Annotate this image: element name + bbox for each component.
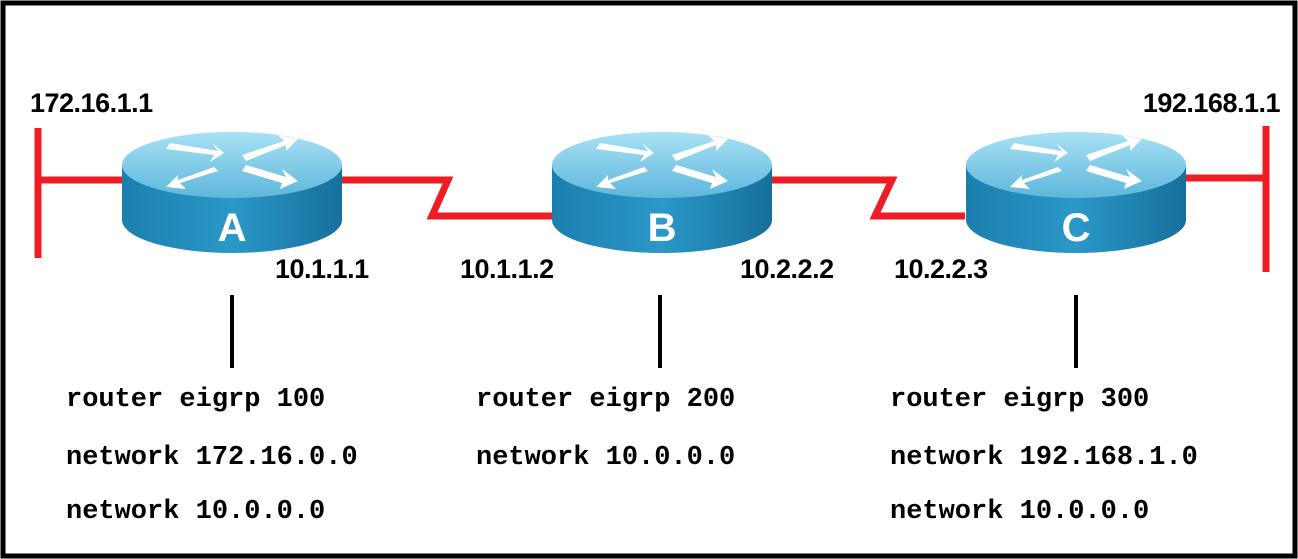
config-block-c: router eigrp 300 network 192.168.1.0 net… <box>890 385 1198 527</box>
ip-label-lan-left: 172.16.1.1 <box>30 88 153 118</box>
router-c-letter: C <box>1062 206 1091 250</box>
ip-label-b-serial-left: 10.1.1.2 <box>460 254 554 284</box>
config-b-line-2: network 10.0.0.0 <box>476 443 735 473</box>
router-b-letter: B <box>648 206 677 250</box>
config-c-line-2: network 192.168.1.0 <box>890 443 1198 473</box>
ip-label-a-serial: 10.1.1.1 <box>275 254 369 284</box>
router-c[interactable]: C <box>966 132 1186 253</box>
ip-label-lan-right: 192.168.1.1 <box>1143 88 1281 118</box>
router-a[interactable]: A <box>122 132 342 253</box>
ip-label-c-serial: 10.2.2.3 <box>894 254 988 284</box>
config-c-line-1: router eigrp 300 <box>890 385 1149 415</box>
config-block-b: router eigrp 200 network 10.0.0.0 <box>476 385 735 473</box>
config-b-line-1: router eigrp 200 <box>476 385 735 415</box>
config-a-line-1: router eigrp 100 <box>66 385 325 415</box>
serial-link-b-c <box>770 176 965 220</box>
config-c-line-3: network 10.0.0.0 <box>890 497 1149 527</box>
config-a-line-2: network 172.16.0.0 <box>66 443 358 473</box>
router-b[interactable]: B <box>552 132 772 253</box>
lan-segment-right <box>1185 126 1270 272</box>
config-block-a: router eigrp 100 network 172.16.0.0 netw… <box>66 385 358 527</box>
config-a-line-3: network 10.0.0.0 <box>66 497 325 527</box>
ip-label-b-serial-right: 10.2.2.2 <box>740 254 834 284</box>
router-a-letter: A <box>218 206 247 250</box>
lan-segment-left <box>34 128 125 258</box>
serial-link-a-b <box>340 176 552 220</box>
